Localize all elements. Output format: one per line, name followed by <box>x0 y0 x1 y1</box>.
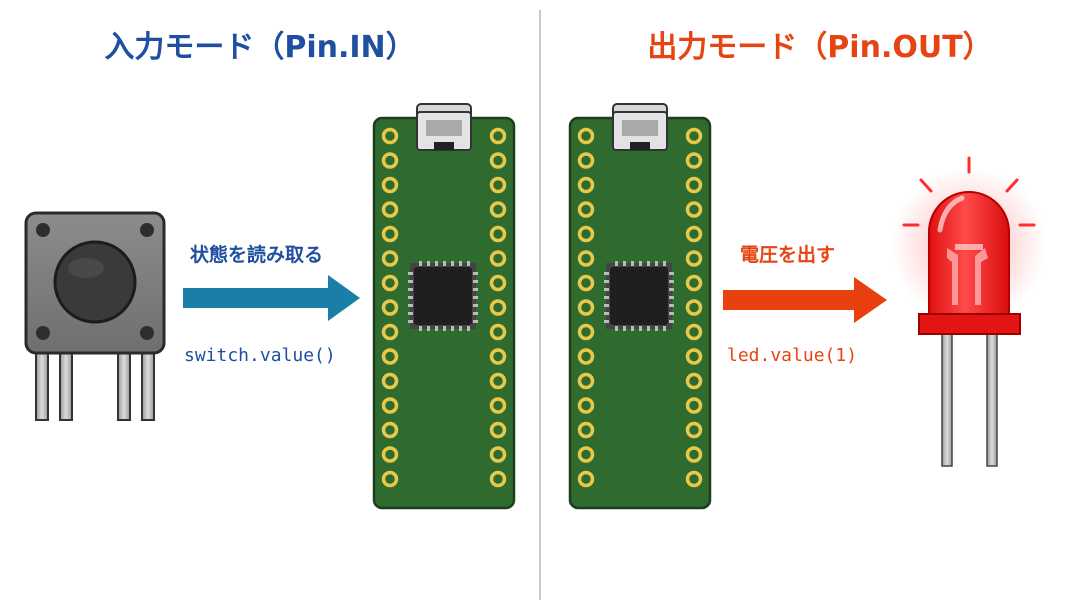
pin-hole <box>381 225 399 243</box>
pin-hole <box>577 470 595 488</box>
pin-hole <box>381 446 399 463</box>
pin-hole <box>381 397 399 414</box>
microcontroller-board-icon <box>568 103 712 510</box>
pin-hole <box>577 152 595 169</box>
chip-icon <box>414 267 472 325</box>
pin-hole <box>577 176 595 194</box>
arrow-right-icon <box>183 275 360 321</box>
chip-icon <box>610 267 668 325</box>
pin-hole <box>685 274 703 292</box>
pin-hole <box>489 421 507 439</box>
pin-hole <box>381 470 399 488</box>
pin-hole <box>685 152 703 169</box>
panel-divider <box>539 10 541 600</box>
pin-hole <box>577 250 595 267</box>
pin-hole <box>489 201 507 218</box>
pin-hole <box>685 397 703 414</box>
switch-value-code: switch.value() <box>184 345 336 366</box>
pin-hole <box>577 201 595 218</box>
red-led-icon <box>891 156 1047 467</box>
read-state-label: 状態を読み取る <box>190 244 324 266</box>
pin-hole <box>489 176 507 194</box>
push-button-switch-icon <box>24 211 166 421</box>
pin-hole <box>577 397 595 414</box>
pin-hole <box>381 323 399 341</box>
pin-hole <box>685 201 703 218</box>
pin-hole <box>489 299 507 316</box>
pin-hole <box>489 250 507 267</box>
pin-hole <box>577 446 595 463</box>
pin-hole <box>381 176 399 194</box>
pin-hole <box>577 421 595 439</box>
pin-hole <box>489 348 507 365</box>
pin-hole <box>577 225 595 243</box>
pin-hole <box>381 274 399 292</box>
pin-hole <box>577 323 595 341</box>
pin-hole <box>577 274 595 292</box>
pin-hole <box>685 323 703 341</box>
pin-hole <box>685 348 703 365</box>
pin-hole <box>685 250 703 267</box>
pin-hole <box>685 421 703 439</box>
pin-hole <box>685 127 703 145</box>
pin-hole <box>381 127 399 145</box>
pin-hole <box>381 299 399 316</box>
pin-hole <box>685 299 703 316</box>
pin-hole <box>381 348 399 365</box>
pin-hole <box>685 446 703 463</box>
pin-hole <box>381 201 399 218</box>
pin-hole <box>577 348 595 365</box>
pin-hole <box>489 225 507 243</box>
pin-hole <box>577 127 595 145</box>
pin-hole <box>489 127 507 145</box>
pin-hole <box>489 397 507 414</box>
pin-hole <box>489 446 507 463</box>
pin-hole <box>381 372 399 390</box>
pin-hole <box>685 470 703 488</box>
pin-hole <box>489 274 507 292</box>
pin-hole <box>489 372 507 390</box>
pin-hole <box>685 372 703 390</box>
output-mode-title: 出力モード（Pin.OUT） <box>647 30 993 65</box>
led-value-code: led.value(1) <box>727 345 858 366</box>
pin-hole <box>381 250 399 267</box>
pin-hole <box>381 152 399 169</box>
pin-hole <box>489 470 507 488</box>
pin-hole <box>577 372 595 390</box>
microcontroller-board-icon <box>372 103 516 510</box>
pin-hole <box>381 421 399 439</box>
arrow-right-icon <box>723 277 887 323</box>
pin-hole <box>489 323 507 341</box>
output-voltage-label: 電圧を出す <box>740 244 836 266</box>
pin-hole <box>577 299 595 316</box>
pin-hole <box>685 176 703 194</box>
pin-hole <box>685 225 703 243</box>
pin-hole <box>489 152 507 169</box>
input-mode-title: 入力モード（Pin.IN） <box>104 30 416 65</box>
